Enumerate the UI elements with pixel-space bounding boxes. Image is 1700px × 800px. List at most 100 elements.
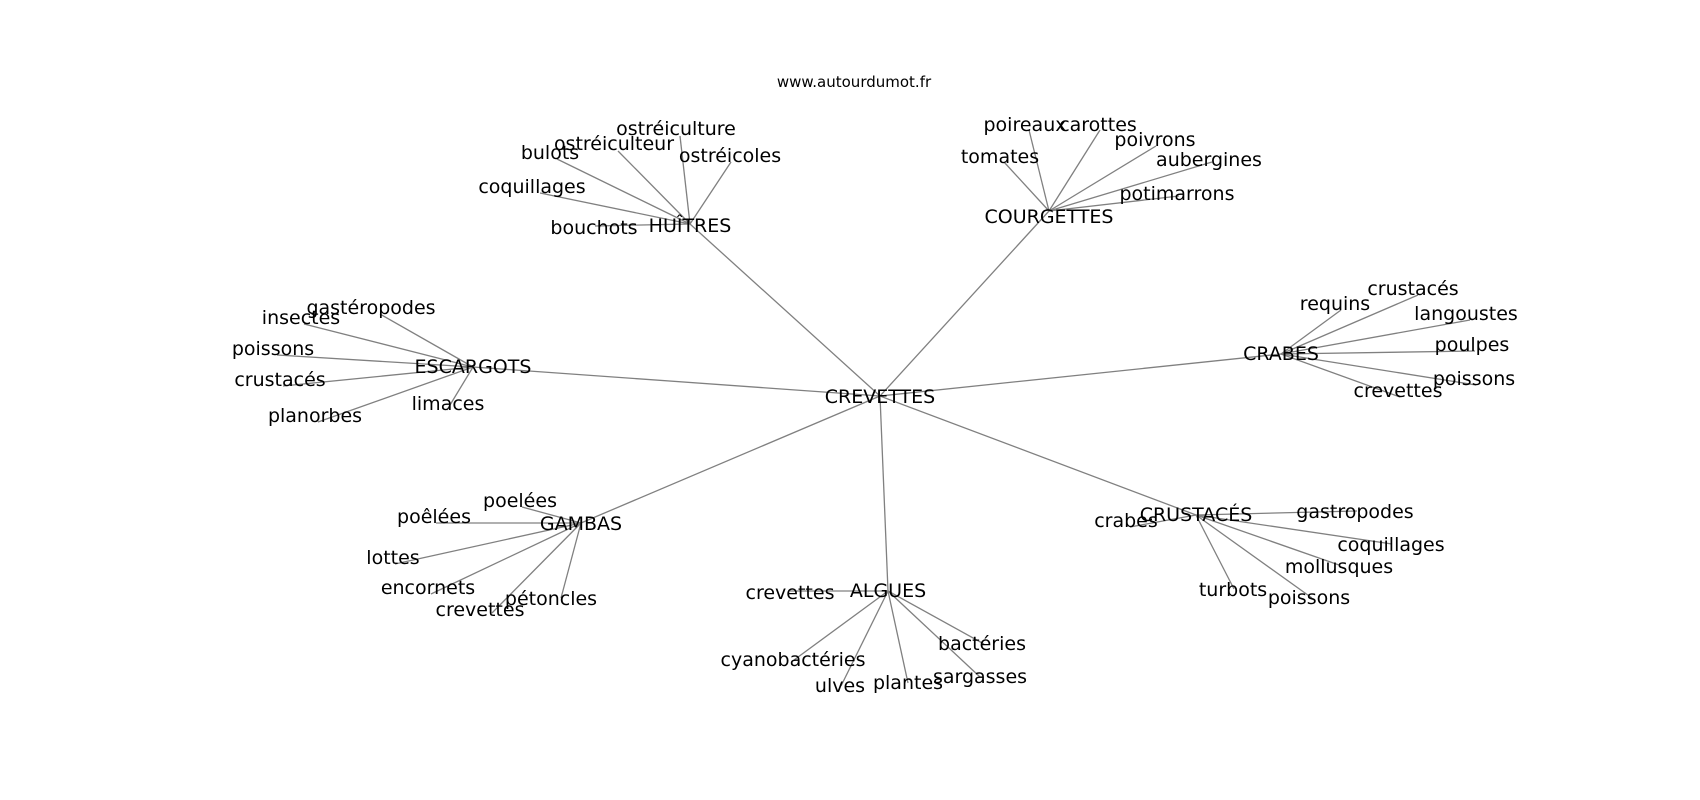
node-algues: ALGUES (850, 580, 926, 602)
edge-algues-word-3 (887, 590, 909, 684)
source-label: www.autourdumot.fr (777, 73, 932, 91)
edge-escargots-word-4 (317, 366, 474, 423)
word-algues-0: crevettes (746, 582, 835, 604)
edge-huitres-word-1 (617, 150, 691, 225)
word-algues-1: cyanobactéries (721, 649, 866, 671)
edge-crabes-word-1 (1280, 309, 1342, 355)
edge-algues-word-2 (840, 590, 889, 687)
edge-escargots-word-1 (303, 323, 474, 368)
word-crabes-2: langoustes (1414, 303, 1518, 325)
word-gambas-5: pétoncles (505, 588, 597, 610)
word-courgettes-4: aubergines (1156, 149, 1262, 171)
word-gambas-4: crevettes (436, 599, 525, 621)
word-crabes-3: poulpes (1435, 334, 1510, 356)
edges (276, 129, 1477, 687)
node-center: CREVETTES (825, 386, 935, 408)
word-crustaces-2: coquillages (1337, 534, 1444, 556)
edge-crustaces-word-1 (1195, 510, 1358, 516)
edge-crustaces-word-5 (1195, 514, 1313, 599)
edge-crabes-word-3 (1280, 350, 1476, 355)
edge-center-crustaces (879, 395, 1197, 516)
word-crabes-1: requins (1300, 293, 1370, 315)
node-courgettes: COURGETTES (984, 206, 1113, 228)
word-escargots-4: planorbes (268, 405, 362, 427)
edge-crustaces-word-0 (1129, 514, 1197, 528)
edge-huitres-word-3 (689, 161, 732, 225)
edge-crabes-word-2 (1280, 319, 1471, 355)
word-algues-4: sargasses (933, 666, 1027, 688)
edge-center-crabes (879, 353, 1282, 397)
word-crustaces-4: turbots (1199, 579, 1267, 601)
edge-huitres-word-5 (594, 223, 691, 227)
edge-center-escargots (472, 366, 881, 397)
word-gambas-0: poelées (483, 490, 557, 512)
edge-crustaces-word-4 (1195, 514, 1235, 590)
edge-courgettes-word-1 (1048, 129, 1101, 212)
edge-center-algues (879, 395, 889, 592)
word-huitres-1: ostréiculteur (554, 133, 674, 155)
edge-center-huitres (689, 223, 881, 397)
word-huitres-5: bouchots (550, 217, 637, 239)
edge-gambas-word-5 (560, 522, 582, 599)
edge-gambas-word-0 (521, 506, 582, 524)
word-courgettes-1: carottes (1059, 114, 1137, 136)
node-crabes: CRABES (1243, 343, 1319, 365)
edge-center-gambas (580, 395, 881, 524)
edge-algues-word-5 (887, 590, 985, 645)
word-crustaces-3: mollusques (1285, 556, 1393, 578)
edge-crabes-word-4 (1280, 353, 1477, 386)
edge-escargots-word-0 (379, 313, 474, 368)
edge-center-courgettes (879, 210, 1050, 397)
edge-crustaces-word-3 (1195, 514, 1340, 566)
edge-huitres-word-2 (556, 158, 691, 225)
edge-gambas-word-3 (430, 522, 582, 595)
edge-crustaces-word-2 (1195, 514, 1393, 545)
edge-huitres-word-4 (539, 192, 691, 225)
edge-escargots-word-3 (282, 366, 474, 387)
node-gambas: GAMBAS (540, 513, 622, 535)
word-crustaces-5: poissons (1268, 587, 1350, 609)
edge-escargots-word-2 (276, 354, 474, 368)
edge-gambas-word-2 (394, 522, 582, 565)
word-courgettes-3: tomates (961, 146, 1039, 168)
labels: CREVETTES HUÎTRES ostréicultureostréicult… (232, 114, 1518, 697)
word-courgettes-2: poivrons (1114, 129, 1195, 151)
edge-courgettes-word-3 (1003, 161, 1050, 212)
edge-huitres-word-0 (679, 135, 691, 225)
word-courgettes-5: potimarrons (1119, 183, 1234, 205)
edge-courgettes-word-5 (1048, 195, 1180, 212)
word-algues-5: bactéries (938, 633, 1026, 655)
word-gambas-2: lottes (366, 547, 419, 569)
edge-gambas-word-4 (491, 522, 582, 614)
word-gambas-3: encornets (381, 577, 475, 599)
word-huitres-2: bulots (521, 142, 579, 164)
word-huitres-0: ostréiculture (616, 118, 736, 140)
edge-crabes-word-5 (1280, 353, 1401, 398)
edge-courgettes-word-0 (1028, 129, 1050, 212)
edge-courgettes-word-2 (1048, 145, 1157, 212)
word-huitres-4: coquillages (478, 176, 585, 198)
node-huitres: HUÎTRES (649, 214, 732, 237)
word-crabes-0: crustacés (1367, 278, 1458, 300)
edge-algues-word-4 (887, 590, 981, 678)
word-crabes-4: poissons (1433, 368, 1515, 390)
node-crustaces: CRUSTACÉS (1140, 503, 1253, 526)
edge-algues-word-1 (793, 590, 889, 661)
word-escargots-1: insectes (262, 307, 340, 329)
node-escargots: ESCARGOTS (415, 356, 532, 378)
word-crabes-5: crevettes (1354, 380, 1443, 402)
word-algues-3: plantes (873, 672, 943, 694)
word-crustaces-1: gastropodes (1296, 501, 1413, 523)
word-escargots-2: poissons (232, 338, 314, 360)
word-crustaces-0: crabes (1094, 510, 1158, 532)
word-escargots-5: limaces (412, 393, 485, 415)
word-algues-2: ulves (815, 675, 865, 697)
word-courgettes-0: poireaux (984, 114, 1067, 136)
word-escargots-3: crustacés (234, 369, 325, 391)
word-huitres-3: ostréicoles (679, 145, 781, 167)
edge-escargots-word-5 (446, 366, 474, 411)
edge-crabes-word-0 (1280, 294, 1419, 355)
word-gambas-1: poêlées (397, 506, 471, 528)
edge-courgettes-word-4 (1048, 161, 1213, 212)
